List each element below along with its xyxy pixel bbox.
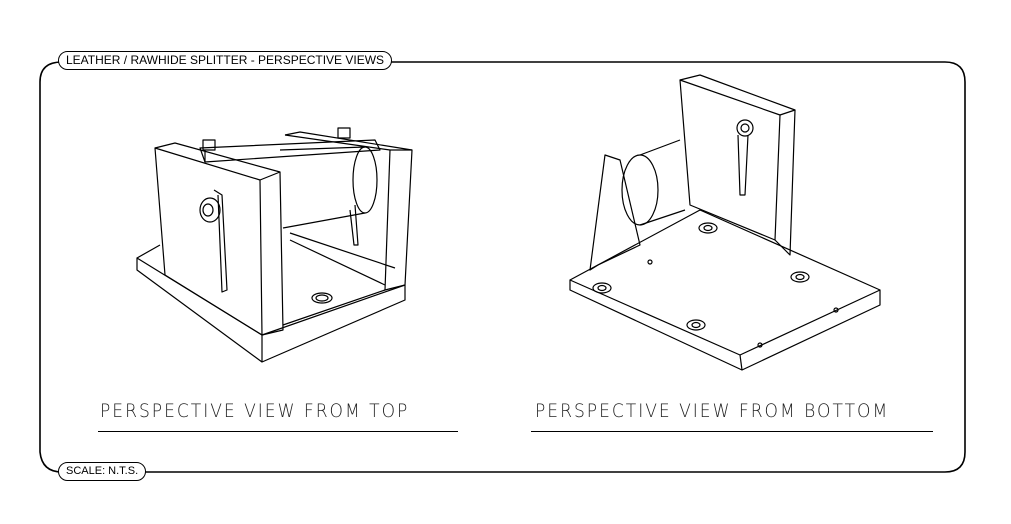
scale-label: SCALE: N.T.S. [58, 462, 147, 481]
caption-bottom-view: PERSPECTIVE VIEW FROM BOTTOM [535, 400, 890, 422]
perspective-top-drawing [136, 127, 413, 363]
mount-holes [592, 222, 839, 348]
sheet-border [39, 61, 966, 473]
perspective-bottom-drawing [569, 74, 881, 371]
drawing-title: LEATHER / RAWHIDE SPLITTER - PERSPECTIVE… [58, 51, 393, 70]
caption-underline [531, 431, 933, 432]
caption-top-view: PERSPECTIVE VIEW FROM TOP [100, 400, 410, 422]
caption-underline [98, 431, 458, 432]
